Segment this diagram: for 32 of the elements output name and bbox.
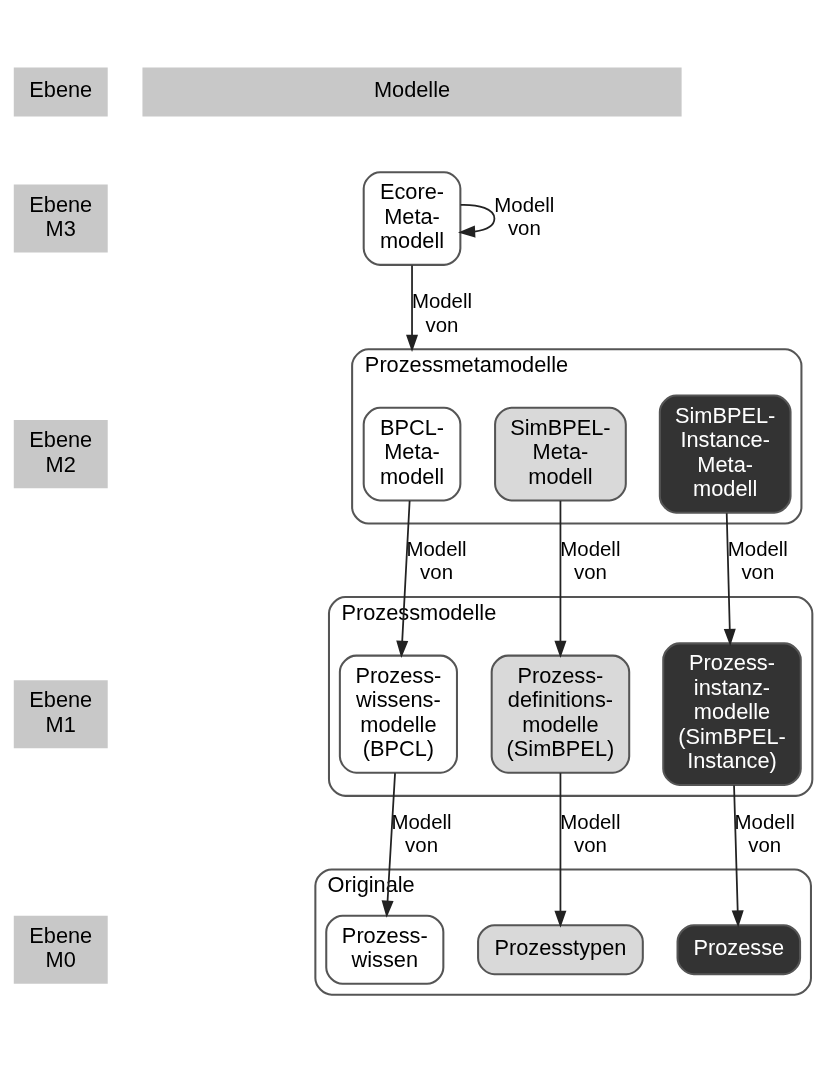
- node-box: Prozesse: [676, 923, 802, 975]
- node-box: Ebene M1: [13, 679, 108, 748]
- node-box: SimBPEL-Meta-modell: [494, 406, 627, 501]
- edge-label: Modell von: [734, 810, 795, 856]
- node-box: Modelle: [142, 66, 682, 116]
- node-box: Prozesstypen: [477, 923, 644, 975]
- arrow: [731, 784, 744, 928]
- arrow: [723, 511, 736, 646]
- node-box: Prozess-instanz-modelle (SimBPEL-Instance): [662, 641, 802, 786]
- node-box: Ebene M3: [13, 184, 108, 253]
- arrow: [554, 771, 567, 928]
- node-box: Prozess-wissen: [325, 914, 445, 985]
- node-box: SimBPEL-Instance-Meta-modell: [658, 394, 792, 514]
- arrow: [458, 203, 496, 238]
- edge-label: Modell von: [560, 810, 621, 856]
- node-box: Ecore-Meta-modell: [362, 170, 462, 266]
- arrow: [406, 264, 419, 352]
- edge-label: Modell von: [411, 289, 473, 336]
- node-box: BPCL-Meta-modell: [362, 406, 462, 501]
- node-box: Ebene: [13, 66, 108, 116]
- edge-label: Modell von: [406, 537, 467, 583]
- arrow: [554, 499, 567, 658]
- node-box: Prozess-wissens-modelle (BPCL): [338, 654, 458, 774]
- edge-label: Modell von: [494, 193, 555, 239]
- edge-label: Modell von: [727, 537, 788, 583]
- node-box: Ebene M0: [13, 915, 108, 984]
- edge-label: Modell von: [391, 810, 452, 856]
- node-box: Prozess-definitions-modelle (SimBPEL): [490, 654, 631, 774]
- node-box: Ebene M2: [13, 419, 108, 488]
- arrow: [381, 771, 396, 918]
- arrow: [396, 499, 411, 658]
- edge-label: Modell von: [560, 537, 621, 583]
